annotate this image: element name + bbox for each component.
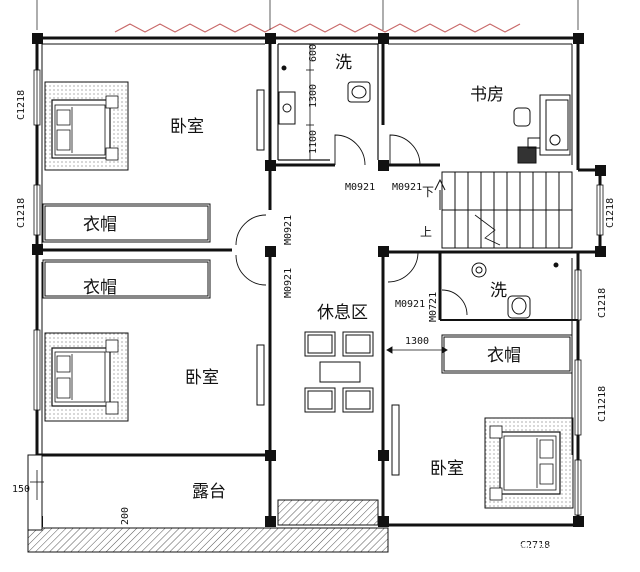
- label-wardrobe-2: 衣帽: [83, 278, 117, 298]
- label-bedroom-1: 卧室: [170, 117, 204, 137]
- upper-bath-walls: [277, 43, 379, 161]
- wardrobes: [42, 203, 573, 374]
- interior-walls: [37, 38, 578, 527]
- right-windows: [574, 184, 604, 516]
- door-label-m0921-b: M0921: [392, 182, 422, 193]
- lounge-furniture: [304, 331, 374, 413]
- label-bathroom-2: 洗: [490, 281, 507, 301]
- dim-600: 600: [308, 44, 319, 62]
- label-stairs-up: 上: [420, 225, 432, 239]
- dim-200: 200: [120, 507, 131, 525]
- top-leader-lines: [36, 0, 579, 30]
- dim-150: 150: [12, 484, 30, 495]
- label-lounge: 休息区: [317, 303, 368, 323]
- window-label-c1218-d: C1218: [597, 288, 608, 318]
- watermark-text: 头条号 / 景观之家: [457, 542, 577, 560]
- door-label-m0921-c: M0921: [283, 215, 294, 245]
- door-label-m0921-a: M0921: [345, 182, 375, 193]
- label-bedroom-3: 卧室: [430, 459, 464, 479]
- sliding-panels: [256, 89, 400, 476]
- window-label-c1218-c: C1218: [605, 198, 616, 228]
- dim-ticks: [30, 44, 314, 500]
- dim-1300: 1300: [308, 84, 319, 108]
- door-label-m0721: M0721: [428, 292, 439, 322]
- window-label-c2718: C2718: [520, 540, 550, 551]
- upper-bath-fixtures: [278, 65, 371, 125]
- label-wardrobe-3: 衣帽: [487, 346, 521, 366]
- door-label-m0921-d: M0921: [283, 268, 294, 298]
- left-windows: [33, 69, 41, 411]
- staircase: [434, 171, 573, 249]
- watermark: 头条号 / 景观之家: [457, 542, 577, 560]
- label-bathroom-1: 洗: [335, 53, 352, 73]
- dim-1100: 1100: [308, 130, 319, 154]
- window-label-c11218: C11218: [597, 386, 608, 422]
- door-swings: [235, 134, 468, 354]
- study-furniture: [513, 94, 571, 164]
- window-label-c1218-a: C1218: [16, 90, 27, 120]
- label-stairs-down: 下: [422, 185, 434, 199]
- columns: [32, 33, 606, 527]
- label-wardrobe-1: 衣帽: [83, 215, 117, 235]
- bedroom-3-bed: [484, 417, 574, 509]
- window-label-c1218-b: C1218: [16, 198, 27, 228]
- dim-1300h: 1300: [405, 336, 429, 347]
- lower-bath-fixtures: [440, 262, 578, 321]
- door-label-m0921-e: M0921: [395, 299, 425, 310]
- terrace-railing: [27, 454, 578, 553]
- bedroom-1-bed: [44, 81, 129, 171]
- label-bedroom-2: 卧室: [185, 368, 219, 388]
- bedroom-2-bed: [44, 332, 129, 422]
- label-study: 书房: [470, 85, 504, 105]
- cropped-header-text: [110, 22, 540, 33]
- label-terrace: 露台: [192, 482, 226, 502]
